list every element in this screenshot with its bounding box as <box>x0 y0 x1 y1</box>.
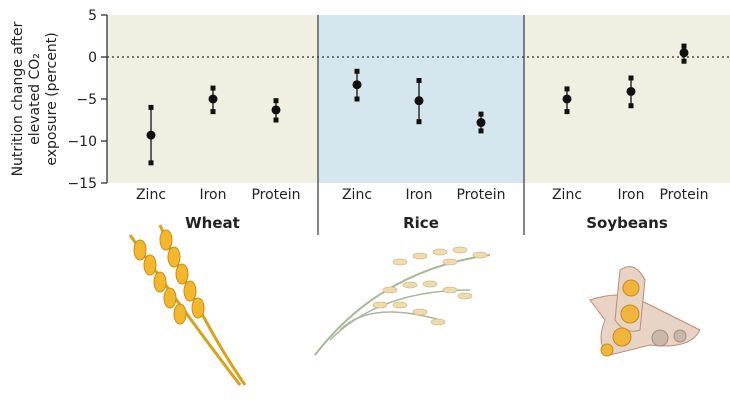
group-label: Soybeans <box>586 214 668 232</box>
data-point <box>146 130 156 140</box>
error-cap-low <box>478 128 484 134</box>
y-tick-label: 5 <box>88 8 97 24</box>
error-cap-low <box>148 160 154 166</box>
y-label-2: elevated CO₂ <box>27 53 43 145</box>
y-tick-label: 0 <box>88 50 97 66</box>
category-label: Iron <box>199 187 226 203</box>
error-cap-high <box>681 43 687 49</box>
y-tick-label: −10 <box>67 134 97 150</box>
category-label: Protein <box>456 187 505 203</box>
data-point <box>679 48 689 58</box>
error-cap-low <box>564 109 570 115</box>
error-cap-low <box>681 58 687 64</box>
y-tick-label: −15 <box>67 176 97 192</box>
data-point <box>626 86 636 96</box>
error-cap-low <box>354 96 360 102</box>
data-point <box>414 96 424 106</box>
error-cap-high <box>416 78 422 84</box>
data-point <box>562 94 572 104</box>
category-label: Iron <box>617 187 644 203</box>
category-label: Zinc <box>136 187 166 203</box>
error-cap-high <box>354 68 360 74</box>
error-cap-high <box>148 104 154 110</box>
category-label: Protein <box>251 187 300 203</box>
category-label: Zinc <box>552 187 582 203</box>
error-cap-high <box>273 98 279 104</box>
error-cap-high <box>478 111 484 117</box>
data-point <box>476 118 486 128</box>
y-label-1: Nutrition change after <box>10 21 26 176</box>
error-cap-high <box>210 85 216 91</box>
error-cap-high <box>628 75 634 81</box>
soybean-illustration <box>589 266 701 357</box>
error-cap-high <box>564 86 570 92</box>
category-label: Protein <box>659 187 708 203</box>
category-label: Iron <box>405 187 432 203</box>
data-point <box>352 80 362 90</box>
data-point <box>271 105 281 115</box>
panel-soybeans <box>524 15 730 183</box>
error-cap-low <box>210 109 216 115</box>
group-label: Wheat <box>185 214 240 232</box>
error-cap-low <box>416 119 422 125</box>
y-label-3: exposure (percent) <box>44 32 60 165</box>
rice-illustration <box>314 246 491 356</box>
category-label: Zinc <box>342 187 372 203</box>
error-cap-low <box>273 117 279 123</box>
error-cap-low <box>628 103 634 109</box>
wheat-illustration <box>128 224 247 386</box>
data-point <box>208 94 218 104</box>
y-tick-label: −5 <box>76 92 97 108</box>
group-label: Rice <box>403 214 439 232</box>
